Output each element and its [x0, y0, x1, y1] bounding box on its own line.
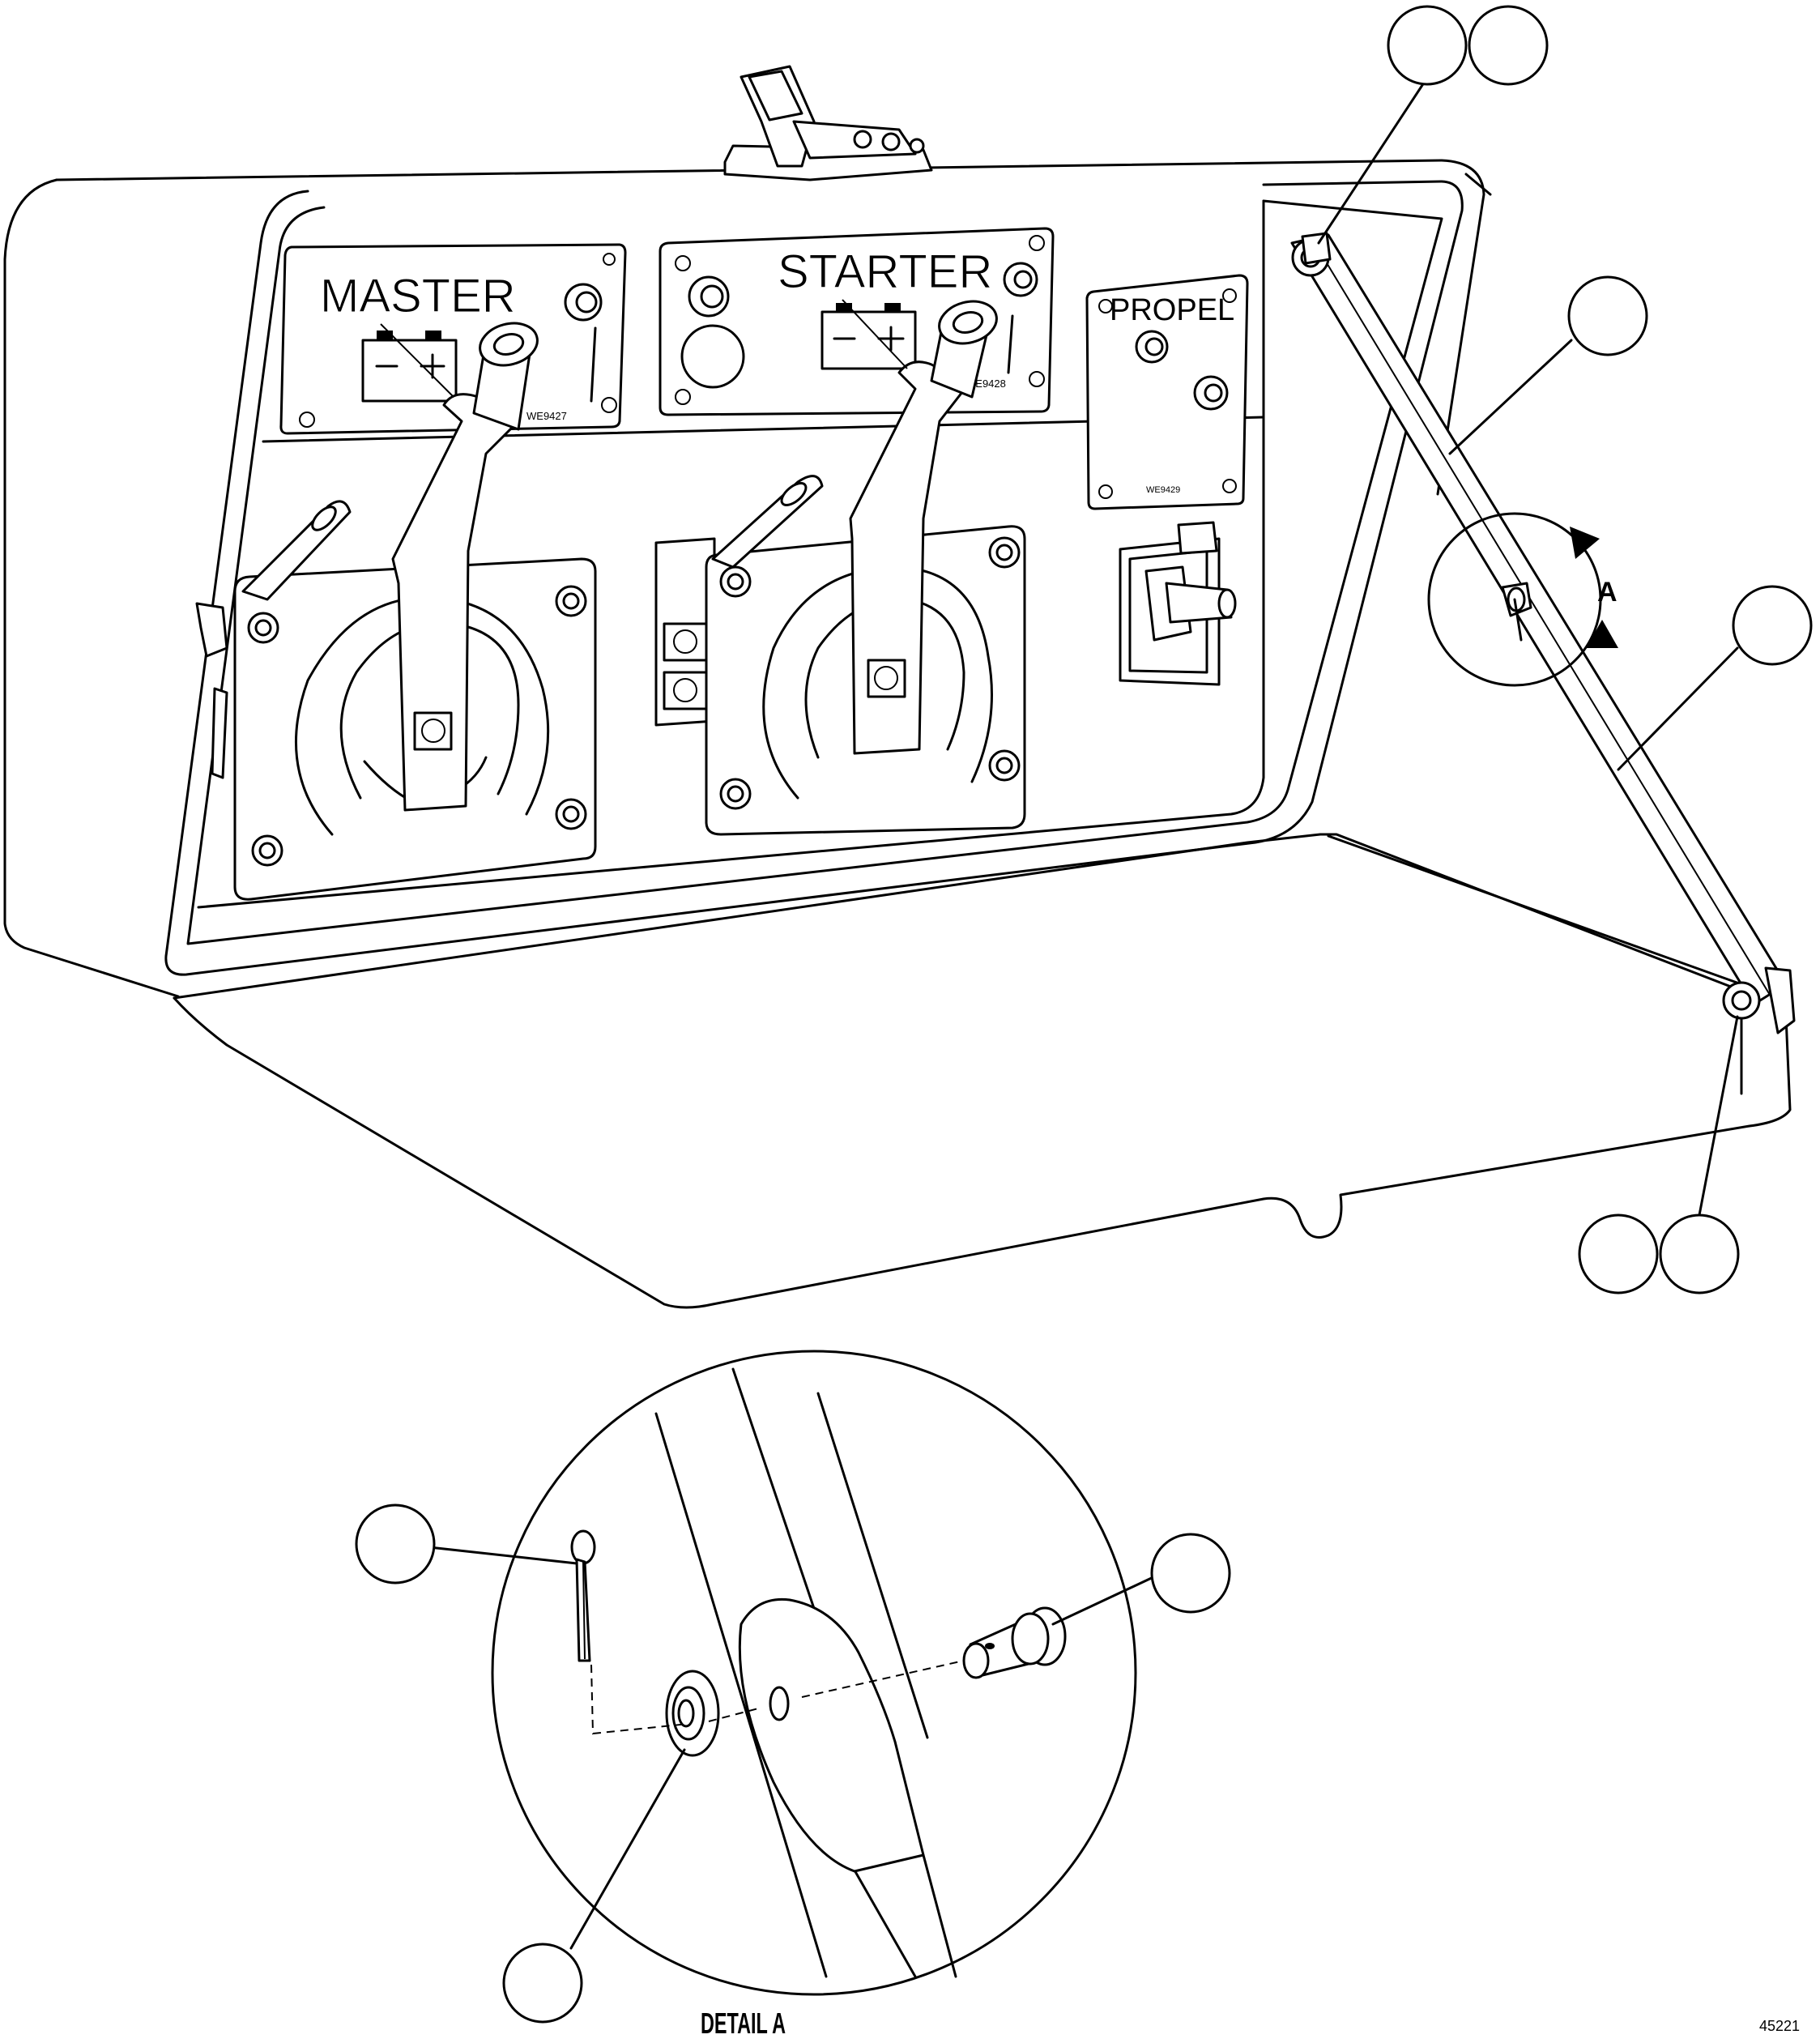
detail-a-view: DETAIL A	[355, 1350, 1231, 2040]
starter-label: STARTER	[778, 245, 992, 298]
housing-left-wall	[3, 178, 180, 998]
detail-title: DETAIL A	[701, 2007, 786, 2039]
leader-line	[1448, 339, 1573, 455]
master-decal-code: WE9427	[526, 410, 567, 422]
callout-bottom-left	[1578, 1213, 1659, 1294]
detail-strap-end	[738, 1597, 925, 1873]
detail-a-reference: A	[1427, 512, 1618, 687]
leader-line	[1317, 76, 1429, 245]
battery-icon	[361, 331, 458, 403]
faceplate-inner-outline	[186, 199, 1443, 945]
propel-toggle-switch	[1119, 521, 1237, 686]
cover-support-arm	[1290, 232, 1796, 1034]
faceplate-outer-outline	[164, 180, 1464, 976]
detail-clevis-pin	[962, 1606, 1067, 1679]
detail-alignment-line	[708, 1707, 762, 1722]
side-latch	[195, 602, 228, 779]
rotation-arrow-head-top	[1570, 527, 1600, 559]
callout-top-left	[1387, 5, 1468, 86]
propel-label: PROPEL	[1110, 293, 1234, 327]
propel-decal-plate: PROPEL WE9429	[1085, 274, 1249, 510]
leader-line	[1698, 1015, 1739, 1217]
faceplate-recess-outline	[197, 199, 1265, 909]
detail-strap-edge	[654, 1412, 828, 1978]
master-decal-plate: MASTER WE9427	[279, 243, 627, 435]
master-pivot-bolt	[413, 711, 453, 751]
leader-line	[1617, 646, 1739, 771]
support-strap	[1290, 233, 1788, 1006]
callout-bottom-right	[1659, 1213, 1740, 1294]
detail-strap-hole	[769, 1686, 790, 1721]
callout-detail-pin	[1150, 1533, 1231, 1614]
callout-right-upper	[1567, 275, 1648, 356]
detail-a-reference-circle	[1427, 512, 1602, 687]
detail-strap-edge	[849, 1862, 917, 1978]
starter-pivot-bolt	[867, 659, 906, 698]
callout-right-lower	[1732, 585, 1813, 666]
callout-top-right	[1468, 5, 1549, 86]
battery-icon	[820, 303, 917, 370]
leader-line	[1051, 1574, 1158, 1626]
master-lever	[391, 393, 520, 812]
starter-lever	[849, 360, 970, 755]
propel-decal-code: WE9429	[1146, 485, 1180, 495]
starter-switch-assembly	[654, 299, 1026, 836]
rotation-arrow-head-bottom	[1586, 620, 1618, 648]
leader-line	[569, 1748, 686, 1950]
detail-strap-edge	[816, 1392, 929, 1739]
housing-corner	[1464, 173, 1492, 196]
callout-detail-washer	[502, 1943, 583, 2024]
detail-strap-edge	[922, 1853, 957, 1978]
callout-detail-cotter-pin	[355, 1503, 436, 1584]
starter-push-button	[680, 324, 745, 389]
detail-marker-letter: A	[1597, 577, 1618, 608]
detail-alignment-line	[590, 1664, 689, 1735]
callouts-main-view	[1317, 5, 1813, 1294]
housing-top-edge	[55, 159, 1485, 496]
master-label: MASTER	[320, 270, 516, 322]
figure-number: 45221	[1759, 2018, 1800, 2034]
starter-decal-plate: STARTER WE9428	[659, 227, 1055, 416]
leader-line	[428, 1546, 578, 1565]
top-latch	[723, 65, 933, 181]
master-indicator-bar	[590, 326, 597, 403]
control-box-housing	[3, 65, 1792, 1309]
detail-alignment-line	[801, 1660, 965, 1698]
folding-cover-outline	[173, 996, 1792, 1309]
detail-a-circle	[491, 1350, 1137, 1996]
detail-cotter-pin	[570, 1529, 596, 1662]
master-switch-assembly	[233, 322, 597, 901]
